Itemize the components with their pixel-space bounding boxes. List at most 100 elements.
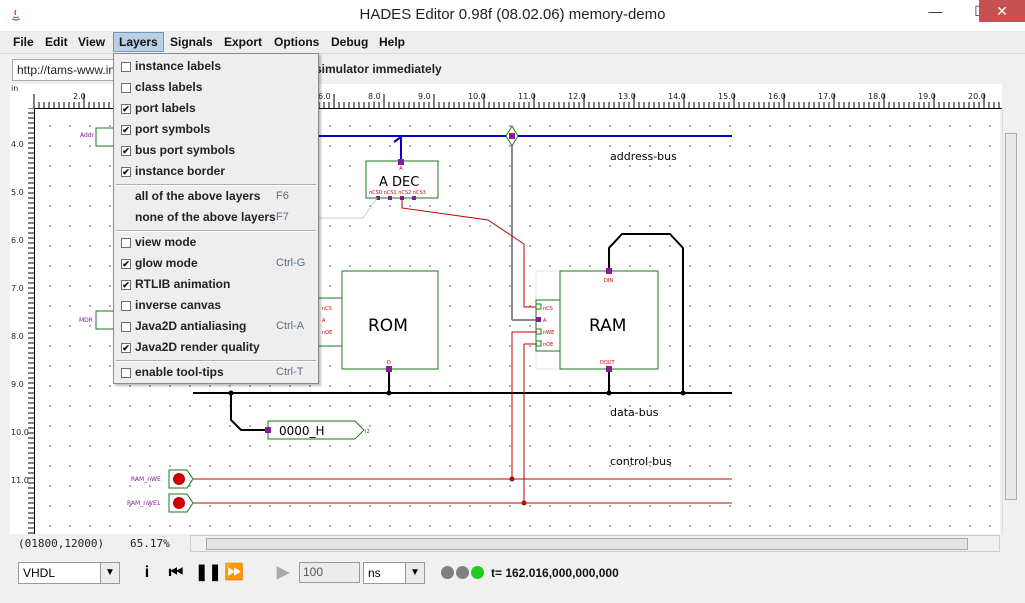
svg-text:D: D	[387, 360, 391, 366]
menu-item-instance-border[interactable]: ✔instance border	[121, 164, 226, 178]
menu-debug[interactable]: Debug	[331, 35, 369, 49]
schematic-drawing: address-bus Addr A A DEC nCS0 nCS1 nCS2 …	[79, 125, 732, 513]
menu-item-port-labels[interactable]: ✔port labels	[121, 101, 196, 115]
menu-item-port-symbols[interactable]: ✔port symbols	[121, 122, 211, 136]
ruler-tick-label: 11.0	[518, 92, 536, 101]
cursor-coordinates: (01800,12000)	[18, 537, 105, 550]
adec-label: A DEC	[379, 175, 419, 190]
pause-icon[interactable]: ❚❚	[195, 564, 222, 581]
ruler-tick-label: 5.0	[11, 188, 24, 197]
svg-text:I2: I2	[365, 429, 370, 435]
checkbox-checked-icon: ✔	[121, 167, 131, 177]
ruler-tick-label: 15.0	[718, 92, 736, 101]
menu-item-inverse-canvas[interactable]: inverse canvas	[114, 295, 318, 316]
chevron-down-icon: ▼	[405, 563, 424, 583]
sim-running-led	[471, 566, 484, 579]
menu-item-class-labels[interactable]: class labels	[114, 77, 318, 98]
checkbox-icon	[121, 238, 131, 248]
ram-nwe1-label: RAM_nWE1	[127, 500, 161, 507]
menu-export[interactable]: Export	[224, 35, 263, 49]
checkbox-checked-icon: ✔	[121, 146, 131, 156]
simulation-bar	[0, 556, 1025, 603]
status-message: simulator immediately	[315, 62, 442, 76]
checkbox-icon	[121, 83, 131, 93]
ruler-tick-label: 9.0	[11, 380, 24, 389]
ruler-tick-label: 6.0	[318, 92, 331, 101]
ruler-tick-label: 10.0	[468, 92, 486, 101]
close-button[interactable]: ✕	[979, 0, 1025, 22]
vertical-scrollbar[interactable]	[1002, 108, 1018, 534]
chevron-down-icon: ▼	[100, 563, 119, 583]
ruler-tick-label: 8.0	[11, 332, 24, 341]
menu-item-bus-port-symbols[interactable]: ✔bus port symbols	[121, 143, 236, 157]
hex-display	[267, 420, 365, 440]
ruler-tick-label: 7.0	[11, 284, 24, 293]
ruler-unit: in	[11, 84, 19, 93]
menu-options[interactable]: Options	[274, 35, 320, 49]
ruler-tick-label: 4.0	[11, 140, 24, 149]
info-icon[interactable]: i	[144, 564, 150, 581]
svg-text:nOE: nOE	[322, 330, 332, 336]
ram-label: RAM	[589, 316, 626, 336]
title-bar: HADES Editor 0.98f (08.02.06) memory-dem…	[0, 0, 1025, 32]
checkbox-icon	[121, 301, 131, 311]
horizontal-scroll-thumb[interactable]	[206, 538, 968, 550]
adec-ram-ncs-wire	[401, 198, 537, 308]
layers-menu: instance labels class labels ✔port label…	[113, 53, 319, 384]
ruler-tick-label: 6.0	[11, 236, 24, 245]
fast-forward-icon[interactable]: ⏩	[224, 564, 244, 581]
time-unit-select[interactable]: ns ▼	[363, 562, 425, 584]
menu-help[interactable]: Help	[379, 35, 406, 49]
minimize-button[interactable]: —	[928, 3, 943, 19]
ruler-tick-label: 8.0	[368, 92, 381, 101]
menu-layers[interactable]: Layers	[113, 32, 164, 52]
step-icon[interactable]: ▶	[276, 564, 290, 581]
svg-text:nWE: nWE	[543, 330, 554, 336]
simulation-time: t= 162.016,000,000,000	[491, 566, 619, 580]
control-bus-label: control-bus	[610, 455, 672, 468]
checkbox-checked-icon: ✔	[121, 343, 131, 353]
rewind-icon[interactable]: ⏮	[168, 564, 184, 581]
menu-item-view-mode[interactable]: view mode	[114, 232, 318, 253]
menu-item-rtlib-animation[interactable]: ✔RTLIB animation	[121, 277, 231, 291]
ruler-tick-label: 16.0	[768, 92, 786, 101]
svg-text:nCS0 nCS1 nCS2 nCS3: nCS0 nCS1 nCS2 nCS3	[369, 190, 426, 196]
menu-item-java2d-render-quality[interactable]: ✔Java2D render quality	[121, 340, 260, 354]
checkbox-icon	[121, 322, 131, 332]
svg-text:A: A	[399, 166, 403, 172]
menu-edit[interactable]: Edit	[45, 35, 68, 49]
addr-input-label: Addr	[80, 132, 95, 139]
menu-separator	[116, 230, 316, 232]
menu-signals[interactable]: Signals	[170, 35, 213, 49]
sim-status-led	[456, 566, 469, 579]
rom-label: ROM	[368, 316, 408, 336]
checkbox-checked-icon: ✔	[121, 104, 131, 114]
menu-view[interactable]: View	[78, 35, 106, 49]
address-bus-label: address-bus	[610, 150, 677, 163]
checkbox-checked-icon: ✔	[121, 125, 131, 135]
sim-status-led	[441, 566, 454, 579]
step-value-field[interactable]: 100	[299, 562, 360, 583]
data-bus-label: data-bus	[610, 406, 659, 419]
url-field[interactable]: http://tams-www.informatik.uni-hamburg.d…	[12, 59, 123, 81]
horizontal-scrollbar[interactable]	[190, 535, 1000, 552]
menu-separator	[116, 360, 316, 362]
svg-text:nCS: nCS	[322, 306, 332, 312]
menu-item-instance-labels[interactable]: instance labels	[114, 56, 318, 77]
menu-bar: File Edit View Layers Signals Export Opt…	[0, 31, 1025, 54]
ruler-left-ticks	[28, 108, 34, 534]
language-select[interactable]: VHDL ▼	[18, 562, 120, 584]
svg-text:DIN: DIN	[604, 278, 613, 284]
checkbox-icon	[121, 368, 131, 378]
svg-text:nOE: nOE	[543, 342, 553, 348]
checkbox-checked-icon: ✔	[121, 280, 131, 290]
vertical-scroll-thumb[interactable]	[1005, 133, 1017, 500]
menu-file[interactable]: File	[13, 35, 34, 49]
ruler-tick-label: 2.0	[73, 92, 86, 101]
